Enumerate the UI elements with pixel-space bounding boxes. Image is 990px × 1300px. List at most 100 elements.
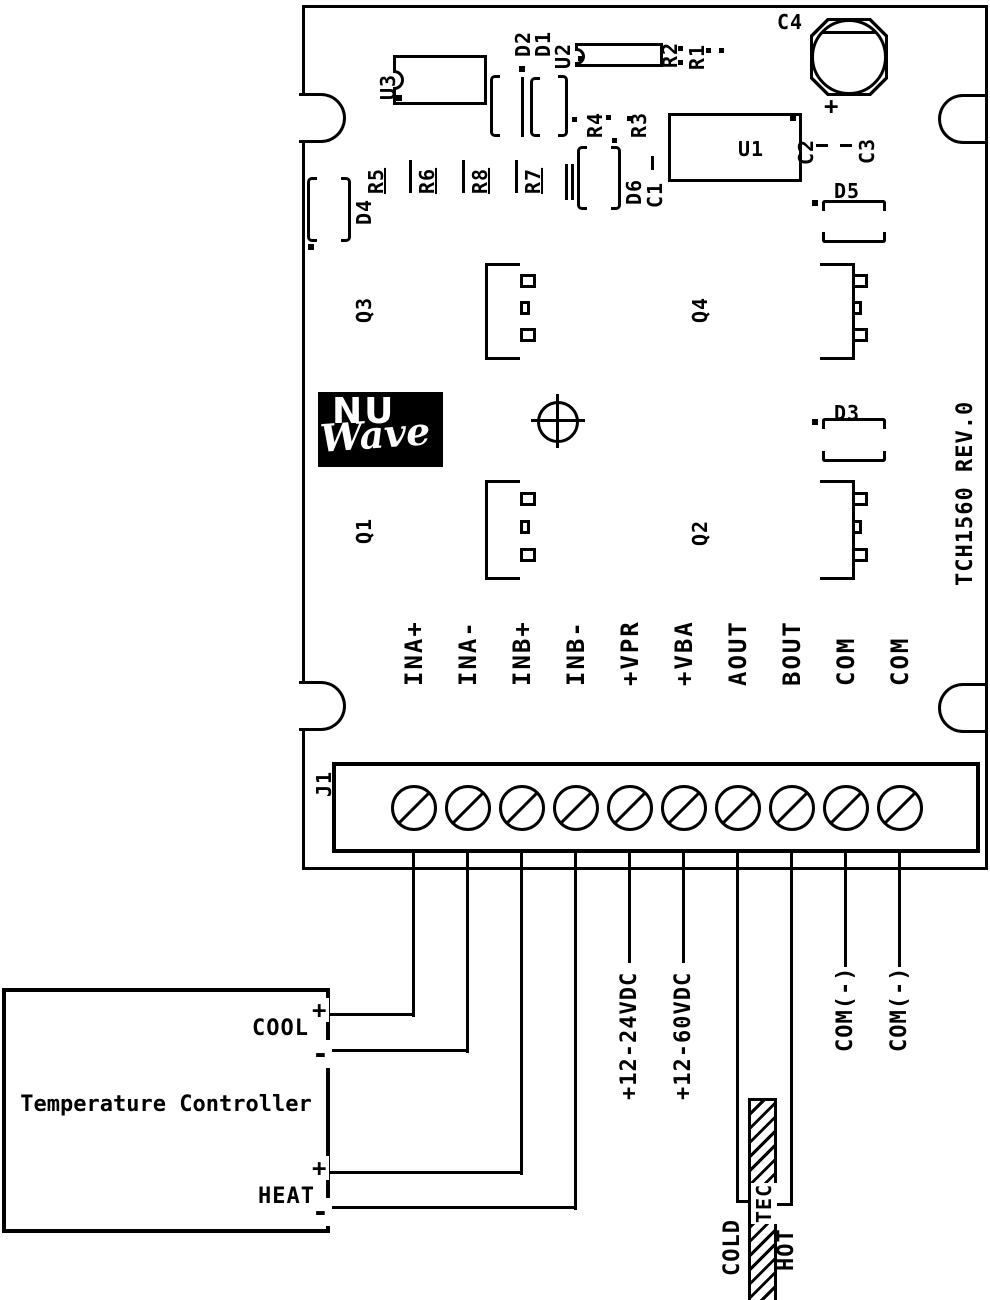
screw-terminal-4 <box>553 785 599 831</box>
q1-footprint <box>485 480 536 580</box>
screw-terminal-3 <box>499 785 545 831</box>
label-j1: J1 <box>312 770 336 797</box>
label-u2: U2 <box>551 42 575 69</box>
q2-pin-tab <box>852 548 868 562</box>
screw-terminal-1 <box>391 785 437 831</box>
q3-pin-tab <box>520 328 536 342</box>
screw-slot <box>614 792 646 824</box>
q4-pin-tab <box>852 328 868 342</box>
cool-minus-sign: - <box>310 1037 332 1070</box>
d6-outline-left <box>577 146 587 210</box>
logo-line1: NU <box>332 391 396 432</box>
c1-plate-line <box>565 164 568 200</box>
label-r7: R7 <box>521 167 545 194</box>
terminal-label-ina-minus: INA- <box>454 620 482 686</box>
mount-crosshair-vline <box>556 394 559 448</box>
screw-terminal-6 <box>661 785 707 831</box>
supply-a-label: +12-24VDC <box>617 971 642 1100</box>
label-u1: U1 <box>738 137 765 161</box>
d5-outline-bottom <box>822 232 886 243</box>
screw-terminal-8 <box>769 785 815 831</box>
label-q1: Q1 <box>352 517 376 544</box>
r1-pad-dot <box>719 48 724 53</box>
q1-pin-tab <box>520 548 536 562</box>
tec-cold-label: COLD <box>720 1219 745 1276</box>
wire-ina-plus-v <box>412 853 415 1017</box>
terminal-label-vba: +VBA <box>670 620 698 686</box>
c4-polarity-chord <box>822 31 876 34</box>
screw-slot <box>776 792 808 824</box>
screw-terminal-5 <box>607 785 653 831</box>
label-q3: Q3 <box>352 296 376 323</box>
terminal-label-com-b: COM <box>886 636 914 686</box>
screw-terminal-7 <box>715 785 761 831</box>
q4-pin-tab <box>852 301 862 315</box>
com-right-label: COM(-) <box>887 966 912 1052</box>
screw-terminal-9 <box>823 785 869 831</box>
label-c2: C2 <box>794 138 818 165</box>
heat-label: HEAT <box>258 1184 315 1209</box>
wire-inb-minus-v <box>574 853 577 1210</box>
label-c1: C1 <box>643 181 667 208</box>
d4-pad-dot <box>308 244 314 250</box>
d2-outline <box>521 77 524 137</box>
q4-footprint <box>820 263 868 360</box>
d5-outline-top <box>822 200 886 211</box>
wire-ina-minus-v <box>466 853 469 1053</box>
q1-pin-tab <box>520 492 536 506</box>
wire-com-right <box>898 853 901 967</box>
terminal-label-vpr: +VPR <box>616 620 644 686</box>
d6-outline-right <box>611 146 621 210</box>
c4-can-circle <box>811 19 887 95</box>
d2-pad-dot <box>519 66 525 72</box>
ic-u1-body <box>668 113 802 182</box>
label-r1: R1 <box>685 43 709 70</box>
wire-bout-v <box>790 853 793 1206</box>
r8-lead-line <box>462 160 465 193</box>
ic-u3-pin1-dot <box>396 95 402 101</box>
r2-pad-dot <box>678 60 683 65</box>
wire-aout-v <box>736 853 739 1203</box>
label-r8: R8 <box>468 167 492 194</box>
wire-vpr <box>628 853 631 963</box>
d1-outline <box>530 77 540 137</box>
wire-vba <box>682 853 685 963</box>
heat-minus-sign: - <box>310 1195 332 1228</box>
screw-slot <box>668 792 700 824</box>
label-d5: D5 <box>834 179 861 203</box>
terminal-label-com-a: COM <box>832 636 860 686</box>
q3-pin-tab <box>520 301 530 315</box>
ic-u3-body <box>393 55 487 105</box>
cool-plus-sign: + <box>310 996 330 1024</box>
pcb-notch-right-top <box>938 94 985 144</box>
r1-pad-dot <box>706 48 711 53</box>
wire-bout-h <box>775 1203 793 1206</box>
d5-pad-dot <box>812 200 818 206</box>
d4-outline-right <box>341 177 351 242</box>
d3-outline-bottom <box>822 451 886 462</box>
label-r5: R5 <box>364 167 388 194</box>
label-r3: R3 <box>627 111 651 138</box>
screw-slot <box>560 792 592 824</box>
r3-pad-dot <box>612 138 617 143</box>
wire-inb-plus-h <box>330 1171 523 1174</box>
r6-lead-line <box>409 160 412 193</box>
label-d1: D1 <box>531 30 555 57</box>
label-r2: R2 <box>658 41 682 68</box>
c4-plus-sign: + <box>824 92 840 120</box>
label-d2: D2 <box>511 30 535 57</box>
q2-footprint <box>820 480 868 580</box>
label-q4: Q4 <box>688 296 712 323</box>
terminal-label-ina-plus: INA+ <box>400 620 428 686</box>
d3-pad-dot <box>812 419 818 425</box>
pcb-notch-left-bottom <box>299 681 346 731</box>
wire-inb-plus-v <box>520 853 523 1175</box>
q2-pin-tab <box>852 520 862 534</box>
q3-pin-tab <box>520 274 536 288</box>
label-r4: R4 <box>583 111 607 138</box>
r4-pad-dot <box>572 117 577 122</box>
terminal-label-inb-minus: INB- <box>562 620 590 686</box>
com-left-label: COM(-) <box>833 966 858 1052</box>
tec-label: TEC <box>751 1182 777 1224</box>
